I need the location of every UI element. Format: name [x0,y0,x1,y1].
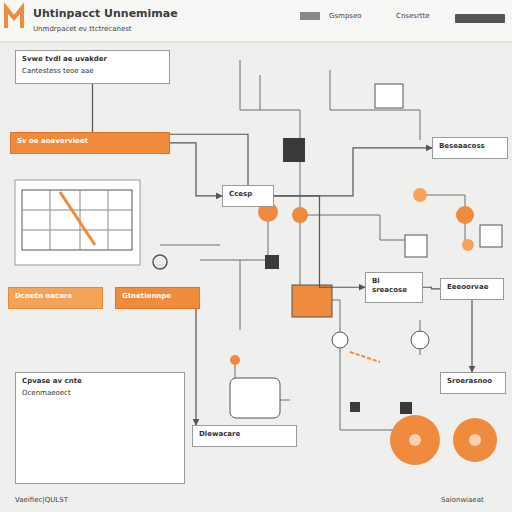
process-box: Sroerasnoo [440,372,506,394]
hub-circles [153,188,497,465]
box-heading: Svwe tvdl ae uvakder [22,55,163,64]
connector [170,143,222,196]
connector [423,287,440,289]
header-tab: Gsmpseo [328,12,363,20]
title: Uhtinpacct Unnemimae [32,7,179,20]
header-bar [0,0,512,42]
footer-note: Vaeifiec|QULST [14,496,69,504]
box-text: Ocenmaeoect [22,389,178,398]
info-panel: Svwe tvdl ae uvakderCantestess teoe aae [15,50,170,84]
floor-plan [15,180,140,265]
box-heading: Sv oe aoavorvioet [17,137,163,146]
box-heading: Sroerasnoo [447,377,499,386]
process-box: Beseaacoss [432,137,508,159]
subtitle: Unmdrpacet ev ttctrecanest [32,25,133,33]
box-heading: Dlewacare [199,430,290,439]
box-heading: Beseaacoss [439,142,501,151]
process-box: Ccesp [222,185,274,207]
info-panel: Cpvase av cnteOcenmaeoect [15,372,185,484]
footer-note: Salonwiaeat [440,496,485,504]
wires [160,60,465,430]
box-heading: Eeeoorvae [447,283,497,292]
connector [195,309,196,425]
connector [274,148,432,196]
box-heading: Cpvase av cnte [22,377,178,386]
orange-bar: Gtnetionnpe [115,287,200,309]
orange-bar: Sv oe aoavorvioet [10,132,170,154]
box-heading: Bl sreacose [372,277,416,295]
dashed-arrow [350,352,380,362]
header-button [455,14,505,23]
header-tab: Cnsesrtte [395,12,431,20]
connector [274,196,365,287]
process-box: Dlewacare [192,425,297,447]
connector [471,300,472,372]
process-box: Bl sreacose [365,272,423,303]
header-icon [300,12,320,20]
box-heading: Ccesp [229,190,267,199]
logo-mark [6,8,22,28]
box-heading: Gtnetionnpe [122,292,193,301]
box-heading: Dcnotn oacore [15,292,96,301]
orange-bar: Dcnotn oacore [8,287,103,309]
process-box: Eeeoorvae [440,278,504,300]
header-rule [0,42,512,43]
box-text: Cantestess teoe aae [22,67,163,76]
